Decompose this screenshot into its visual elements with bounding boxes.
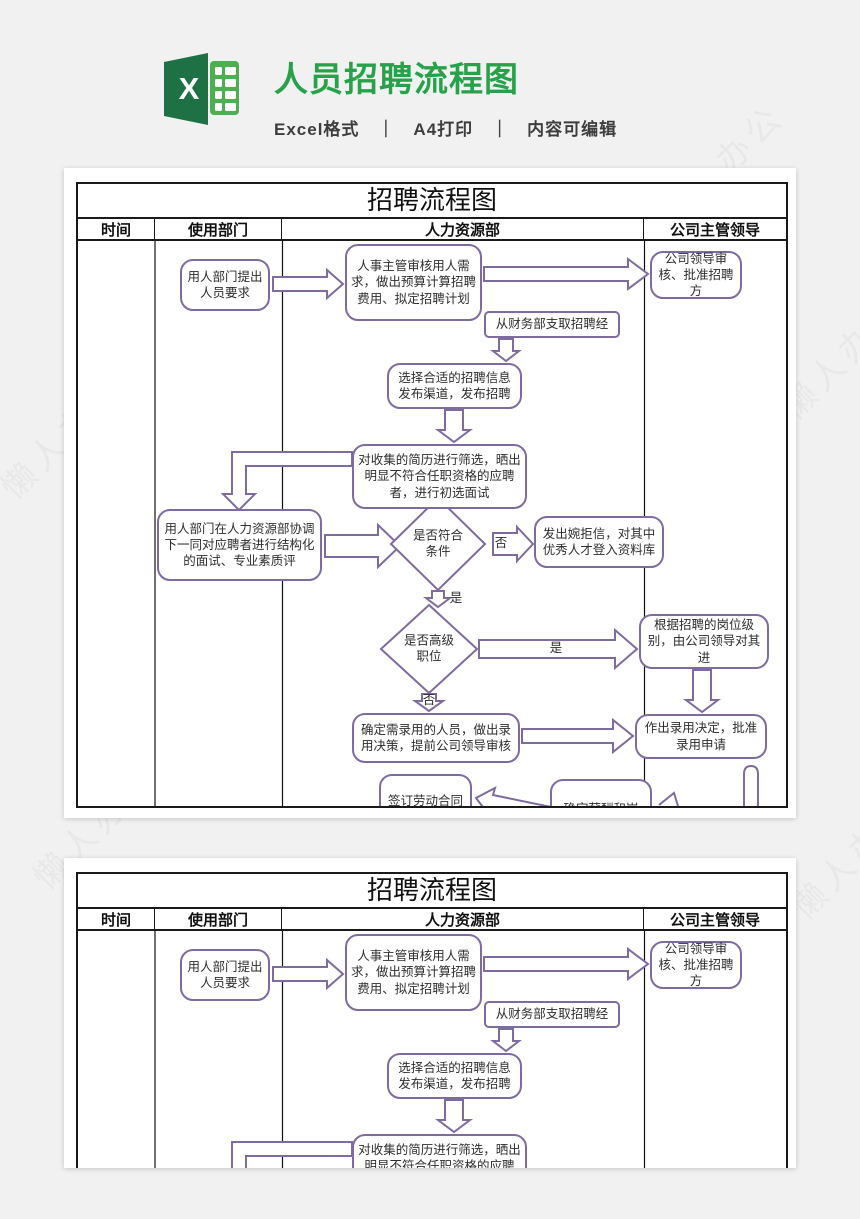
listing-header: X 人员招聘流程图 Excel格式 ｜ A4打印 ｜ 内容可编辑 xyxy=(160,52,617,140)
flow-arrow xyxy=(411,693,447,713)
branch-label-no: 否 xyxy=(422,693,436,708)
branch-label-yes: 是 xyxy=(549,641,563,656)
flow-node-n3: 公司领导审核、批准招聘方 xyxy=(650,941,742,989)
page-title: 人员招聘流程图 xyxy=(274,61,519,99)
branch-label-yes: 是 xyxy=(449,591,463,606)
flow-node-n4: 从财务部支取招聘经 xyxy=(484,1001,620,1028)
flow-arrow xyxy=(483,257,650,291)
flow-arrow xyxy=(324,522,402,570)
excel-logo-shape xyxy=(164,53,239,125)
column-header-hr: 人力资源部 xyxy=(282,909,644,929)
flow-arrow xyxy=(478,627,639,671)
column-header-leader: 公司主管领导 xyxy=(669,912,760,929)
flow-arrow xyxy=(683,669,721,714)
flow-arrow xyxy=(490,338,522,363)
flow-arrow xyxy=(231,1141,353,1168)
flow-node-n5: 选择合适的招聘信息发布渠道，发布招聘 xyxy=(387,363,522,409)
column-header-time: 时间 xyxy=(78,219,155,239)
flow-node-n8: 发出婉拒信，对其中优秀人才登入资料库 xyxy=(534,516,664,568)
flowchart-canvas: 用人部门提出人员要求 人事主管审核用人需求，做出预算计算招聘费用、拟定招聘计划 公司… xyxy=(78,241,786,806)
excel-logo-icon: X xyxy=(160,52,242,126)
flow-node-n2: 人事主管审核用人需求，做出预算计算招聘费用、拟定招聘计划 xyxy=(345,934,482,1011)
sheet-title: 招聘流程图 xyxy=(78,874,786,909)
decision-diamond xyxy=(379,603,479,695)
flowchart-canvas: 用人部门提出人员要求 人事主管审核用人需求，做出预算计算招聘费用、拟定招聘计划 公司… xyxy=(78,931,786,1168)
column-header-leader: 公司主管领导 xyxy=(669,222,760,239)
flow-node-n4: 从财务部支取招聘经 xyxy=(484,311,620,338)
flow-arrow xyxy=(474,786,552,806)
flow-arrow xyxy=(521,717,635,755)
header-text: 人员招聘流程图 Excel格式 ｜ A4打印 ｜ 内容可编辑 xyxy=(274,52,617,140)
flow-arrow xyxy=(435,1099,473,1134)
flow-node-d1: 是否符合条件 xyxy=(412,528,463,558)
flow-connector xyxy=(658,791,679,806)
sheet-column-headers: 时间 使用部门 人力资源部 公司主管领导 xyxy=(78,219,786,241)
column-header-time: 时间 xyxy=(78,909,155,929)
flow-connector xyxy=(743,764,759,806)
flow-node-n6: 对收集的简历进行筛选，晒出明显不符合任职资格的应聘者，进行初选面试 xyxy=(352,1134,527,1168)
branch-label-no: 否 xyxy=(494,536,508,551)
sheet-table: 招聘流程图 时间 使用部门 人力资源部 公司主管领导 用人部门提出人员要求 人事主… xyxy=(76,872,788,1168)
preview-page-2: 招聘流程图 时间 使用部门 人力资源部 公司主管领导 用人部门提出人员要求 人事主… xyxy=(64,858,796,1168)
flow-arrow xyxy=(220,451,353,512)
decision-diamond xyxy=(389,496,487,592)
flow-node-n13: 确定薪酬和岗 xyxy=(550,779,652,806)
page-subtitle: Excel格式 ｜ A4打印 ｜ 内容可编辑 xyxy=(274,120,618,139)
flow-arrow xyxy=(483,947,650,981)
flow-node-n2: 人事主管审核用人需求，做出预算计算招聘费用、拟定招聘计划 xyxy=(345,244,482,321)
flow-arrow xyxy=(490,1028,522,1053)
preview-page-1: 招聘流程图 时间 使用部门 人力资源部 公司主管领导 用人部门提出人员要求 人事主… xyxy=(64,168,796,818)
sheet-column-headers: 时间 使用部门 人力资源部 公司主管领导 xyxy=(78,909,786,931)
sheet-title: 招聘流程图 xyxy=(78,184,786,219)
flow-arrow xyxy=(423,590,453,609)
flowchart-connectors xyxy=(154,241,759,806)
flowchart-connectors xyxy=(154,931,650,1168)
flow-node-n9: 根据招聘的岗位级别，由公司领导对其进 xyxy=(639,614,769,669)
flow-node-n1: 用人部门提出人员要求 xyxy=(180,949,270,1001)
flow-node-n12: 签订劳动合同 办理录用手续 xyxy=(379,774,472,806)
flow-node-d2: 是否高级职位 xyxy=(403,633,454,663)
excel-logo-letter: X xyxy=(178,71,200,106)
flow-node-n7: 用人部门在人力资源部协调下一同对应聘者进行结构化的面试、专业素质评 xyxy=(157,509,322,581)
flow-arrow xyxy=(492,524,535,564)
flow-arrow xyxy=(272,957,345,991)
flow-node-n1: 用人部门提出人员要求 xyxy=(180,259,270,311)
flow-node-n11: 作出录用决定，批准录用申请 xyxy=(635,714,767,759)
flow-arrow xyxy=(272,267,345,301)
flow-node-n3: 公司领导审核、批准招聘方 xyxy=(650,251,742,299)
column-header-hr: 人力资源部 xyxy=(282,219,644,239)
sheet-table: 招聘流程图 时间 使用部门 人力资源部 公司主管领导 用人部门提出人员要求 人事主… xyxy=(76,182,788,808)
column-header-department: 使用部门 xyxy=(155,219,282,239)
flow-node-n5: 选择合适的招聘信息发布渠道，发布招聘 xyxy=(387,1053,522,1099)
flow-node-n10: 确定需录用的人员，做出录用决策，提前公司领导审核 xyxy=(352,713,520,763)
flow-arrow xyxy=(435,409,473,444)
flow-node-n6: 对收集的简历进行筛选，晒出明显不符合任职资格的应聘者，进行初选面试 xyxy=(352,444,527,509)
column-header-department: 使用部门 xyxy=(155,909,282,929)
